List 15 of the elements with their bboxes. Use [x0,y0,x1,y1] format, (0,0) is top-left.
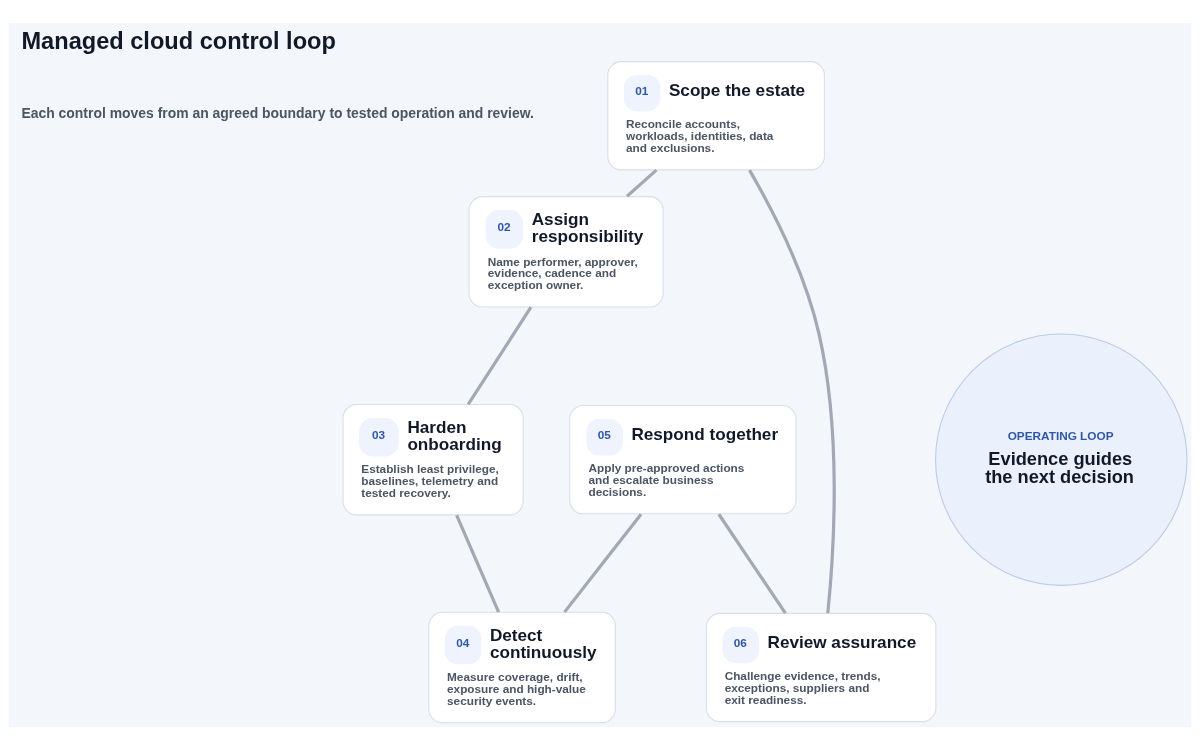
node-box: 03 Harden onboarding Establish least privilege, baselines, telemetry and tested recovery. [342,403,524,516]
connector [717,513,787,615]
node-box: 04 Detect continuously Measure coverage, drift, exposure and high-value security events. [428,611,616,724]
node-box: 02 Assign responsibility Name performer, approver, evidence, cadence and exception owner. [468,196,664,308]
connector [455,514,501,613]
node-box: 01 Scope the estate Reconcile accounts, workloads, identities, data and exclusions. [607,61,825,171]
node-box: 06 Review assurance Challenge evidence, trends, exceptions, suppliers and exit readiness. [705,612,937,723]
diagram-title: Managed cloud control loop [21,28,336,55]
connector [625,168,658,198]
connector [466,306,533,406]
node-circle: OPERATING LOOP Evidence guides the next decision [935,333,1188,586]
node-box: 05 Respond together Apply pre-approved actions and escalate business decisions. [569,405,797,515]
connector [563,513,643,614]
label: Each control moves from an agreed boundary to tested operation and review. [21,105,534,122]
connector [748,169,836,614]
